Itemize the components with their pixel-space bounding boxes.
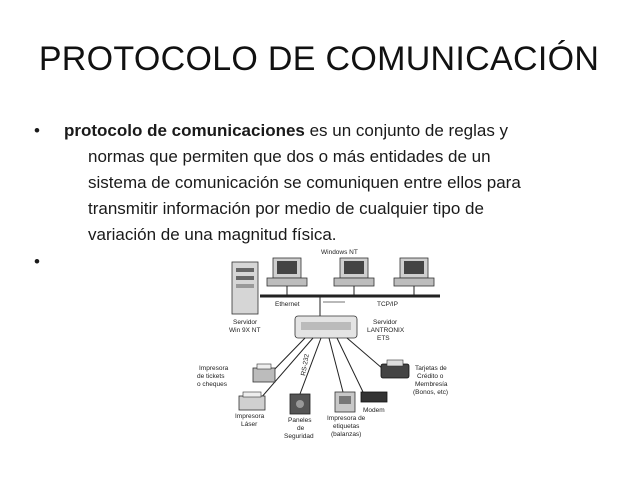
bold-term: protocolo de comunicaciones: [64, 121, 305, 140]
modem-label: Modem: [363, 407, 385, 414]
bullet-list: • protocolo de comunicaciones es un conj…: [34, 118, 604, 248]
bullet-line-4: transmitir información por medio de cual…: [88, 199, 484, 218]
ethernet-label: Ethernet: [275, 301, 300, 308]
ticket-printer-label-3: o cheques: [197, 381, 228, 388]
windows-nt-label: Windows NT: [321, 249, 358, 256]
ticket-printer-label-1: Impresora: [199, 365, 229, 372]
bullet-item-empty: •: [34, 252, 40, 272]
lantronix-label-2: LANTRONIX: [367, 327, 405, 334]
workstation-icon: [266, 257, 308, 287]
lantronix-device-icon: [294, 315, 358, 339]
laser-printer-label-1: Impresora: [235, 413, 265, 420]
bullet-marker-2: •: [34, 252, 40, 271]
laser-printer-icon: [238, 391, 266, 411]
bullet-line-5: variación de una magnitud física.: [88, 225, 337, 244]
label-printer-label-1: Impresora de: [327, 415, 366, 422]
bullet-item-definition: • protocolo de comunicaciones es un conj…: [34, 118, 604, 248]
server-win-label-1: Servidor: [233, 319, 258, 326]
workstation-icon: [333, 257, 375, 287]
card-label-1: Tarjetas de: [415, 365, 447, 372]
label-printer-icon: [334, 391, 356, 413]
server-win-label-2: Win 9X NT: [229, 327, 260, 334]
network-diagram: Windows NT Servidor Win 9X NT Ethernet T…: [197, 249, 448, 440]
label-printer-label-3: (balanzas): [331, 431, 361, 438]
card-reader-icon: [380, 359, 410, 379]
ticket-printer-label-2: de tickets: [197, 373, 225, 380]
laser-printer-label-2: Láser: [241, 421, 258, 428]
bullet-line-2: normas que permiten que dos o más entida…: [88, 147, 491, 166]
security-panel-label-1: Paneles: [288, 417, 312, 424]
card-label-3: Membresía: [415, 381, 448, 388]
server-tower-icon: [231, 261, 259, 315]
slide-title: PROTOCOLO DE COMUNICACIÓN: [38, 40, 600, 78]
label-printer-label-2: etiquetas: [333, 423, 360, 430]
rs232-label: RS-232: [300, 353, 311, 376]
security-panel-icon: [289, 393, 311, 415]
card-label-4: (Bonos, etc): [413, 389, 448, 396]
workstation-icon: [393, 257, 435, 287]
security-panel-label-3: Seguridad: [284, 433, 314, 440]
tcpip-label: TCP/IP: [377, 301, 398, 308]
bullet-line-3: sistema de comunicación se comuniquen en…: [88, 173, 521, 192]
modem-icon: [360, 391, 388, 403]
bullet-marker: •: [34, 121, 40, 140]
lantronix-label-1: Servidor: [373, 319, 398, 326]
bullet-text: protocolo de comunicaciones es un conjun…: [64, 118, 604, 248]
card-label-2: Crédito o: [417, 373, 444, 380]
lantronix-label-3: ETS: [377, 335, 390, 342]
ticket-printer-icon: [252, 363, 276, 383]
bullet-line-1: es un conjunto de reglas y: [304, 121, 509, 140]
security-panel-label-2: de: [297, 425, 305, 432]
